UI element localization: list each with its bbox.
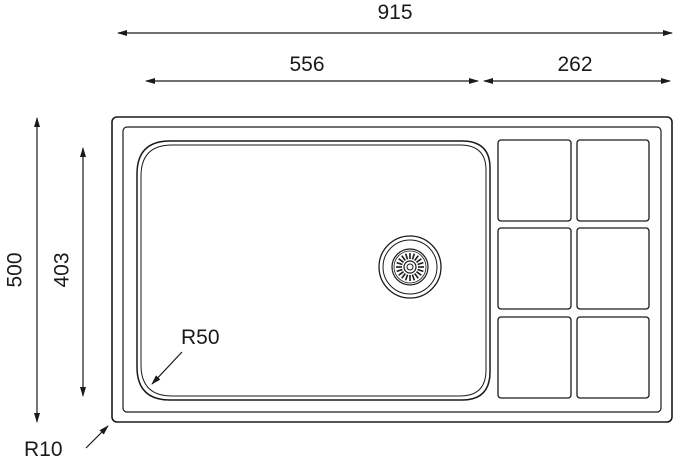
strainer-slot: [411, 253, 416, 260]
bowl-depth-dimension: 403: [51, 147, 86, 397]
corner-radius-label: R10: [24, 438, 63, 460]
strainer-slot: [416, 271, 422, 276]
strainer-slot: [411, 274, 416, 281]
strainer-slot: [414, 273, 419, 279]
strainer-slot: [417, 261, 424, 266]
bowl-width-label: 556: [289, 53, 324, 76]
bowl-width-dimension: 556: [145, 53, 479, 84]
corner-radius-callout: R10: [24, 425, 109, 460]
strainer-slot: [401, 255, 406, 261]
drainer-cell: [576, 227, 650, 310]
strainer-slot: [404, 274, 409, 281]
overall-width-label: 915: [377, 1, 412, 24]
overall-depth-dimension: 500: [4, 117, 40, 423]
drainer-width-dimension: 262: [483, 53, 671, 84]
strainer-slot: [404, 253, 409, 260]
overall-width-dimension: 915: [117, 1, 673, 36]
strainer-slot: [398, 271, 404, 276]
bowl-inner-outline: [140, 144, 487, 397]
drainer-cell: [497, 227, 572, 310]
drainer-cell: [576, 139, 650, 222]
bowl-radius-label: R50: [181, 326, 220, 349]
bowl-depth-label: 403: [51, 252, 74, 287]
drainer-cell: [497, 316, 572, 399]
drainer-cell: [576, 316, 650, 399]
drain-strainer-icon: [378, 235, 442, 299]
drainer-grid: [497, 139, 650, 399]
strainer-slot: [396, 261, 403, 266]
sink-inner-outline: [122, 126, 662, 413]
strainer-slot: [414, 255, 419, 261]
overall-depth-label: 500: [4, 252, 27, 287]
bowl-radius-callout: R50: [151, 326, 220, 385]
bowl-radius-leader: [151, 351, 183, 385]
sink-outer-outline: [111, 116, 673, 423]
strainer-slot: [396, 268, 403, 273]
bowl-outline: [136, 140, 491, 401]
strainer-slot: [416, 258, 422, 263]
strainer-slot: [398, 258, 404, 263]
strainer-slot: [417, 268, 424, 273]
drainer-width-label: 262: [557, 53, 592, 76]
corner-radius-leader: [85, 425, 109, 449]
drainer-cell: [497, 139, 572, 222]
strainer-slot: [401, 273, 406, 279]
